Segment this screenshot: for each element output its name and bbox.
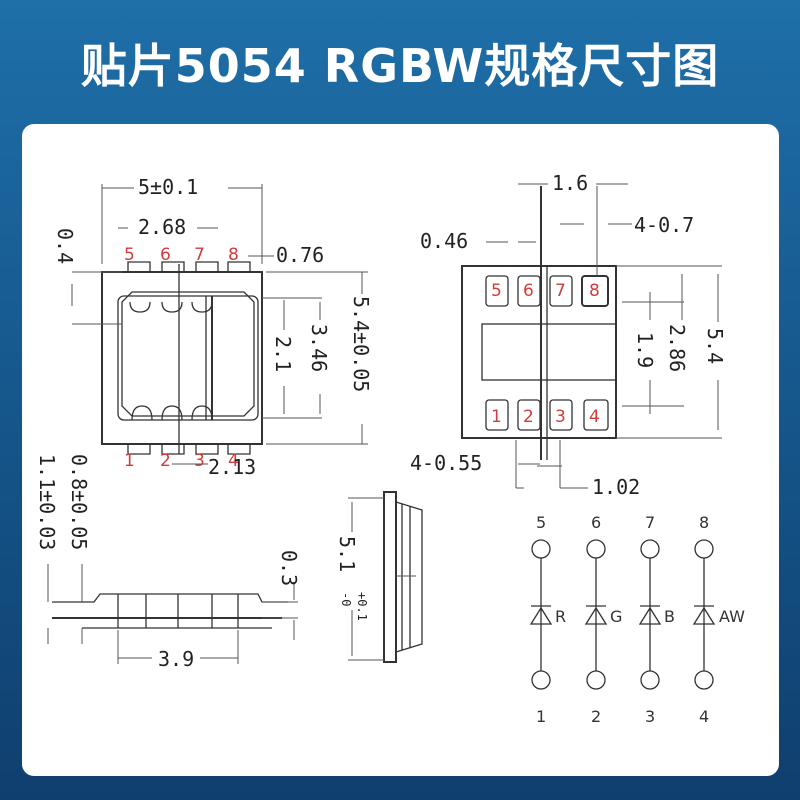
- schematic-pin-4: 4: [699, 707, 709, 726]
- channel-g: [584, 539, 608, 690]
- dim-center-h: 2.86: [665, 324, 689, 372]
- dim-pad-gap: 0.76: [276, 243, 324, 267]
- top-view-pin-5: 5: [124, 245, 135, 265]
- dim-bottom-pad-edge: 0.46: [420, 229, 468, 253]
- channel-label-r: R: [555, 607, 566, 626]
- dim-end-tol-minus: -0: [339, 592, 353, 606]
- channel-r: [529, 539, 553, 690]
- top-view-pin-7: 7: [194, 245, 205, 265]
- top-inner-pads: [129, 301, 213, 313]
- dim-bottom-pad-size-2: 4-0.55: [410, 451, 482, 475]
- bottom-view-center-pad: [481, 323, 617, 381]
- channel-label-b: B: [664, 607, 675, 626]
- drawing-sheet: 5 6 7 8 1 2 3 4 5±0.1 2.68 0.4 0.76 5.4±…: [22, 124, 779, 776]
- dim-side-width: 3.9: [158, 647, 194, 671]
- bottom-view-pin-4: 4: [589, 407, 600, 427]
- top-view-pin-6: 6: [160, 245, 171, 265]
- end-view-body: [383, 491, 397, 663]
- dim-bottom-height: 5.4: [703, 328, 727, 364]
- dim-lens-height: 0.8±0.05: [67, 454, 91, 550]
- dim-pad-pitch: 2.13: [208, 455, 256, 479]
- dim-height: 5.4±0.05: [349, 296, 373, 392]
- side-view-top: [52, 593, 288, 603]
- led-schematic: 5 6 7 8 R G B AW: [529, 513, 745, 726]
- schematic-pin-1: 1: [536, 707, 546, 726]
- schematic-pin-6: 6: [591, 513, 601, 532]
- side-view: 1.1±0.03 0.8±0.05 0.3 3.9: [35, 454, 301, 671]
- dim-pad-span: 2.68: [138, 215, 186, 239]
- dim-inner-gap: 2.1: [271, 336, 295, 372]
- drawing-canvas: 5 6 7 8 1 2 3 4 5±0.1 2.68 0.4 0.76 5.4±…: [35, 171, 745, 726]
- dim-bottom-pad-size: 4-0.7: [634, 213, 694, 237]
- page-title: 贴片5054 RGBW规格尺寸图: [80, 38, 720, 93]
- top-view-pin-3: 3: [194, 451, 205, 471]
- schematic-pin-3: 3: [645, 707, 655, 726]
- channel-label-aw: AW: [719, 607, 745, 626]
- bottom-view-pin-8: 8: [589, 281, 600, 301]
- top-view-body: [101, 271, 263, 445]
- top-pads-outline: [127, 261, 251, 272]
- dim-base-height: 0.3: [277, 550, 301, 586]
- top-view-lens-outline: [121, 291, 255, 417]
- top-view-pin-2: 2: [160, 451, 171, 471]
- schematic-pin-8: 8: [699, 513, 709, 532]
- bottom-view-pin-1: 1: [491, 407, 502, 427]
- top-view-pin-4: 4: [228, 451, 239, 471]
- dim-bottom-pad-w: 1.6: [552, 171, 588, 195]
- top-view-lens-ring: [117, 295, 259, 421]
- channel-label-g: G: [610, 607, 622, 626]
- dim-inner-h: 3.46: [307, 324, 331, 372]
- dim-width: 5±0.1: [138, 175, 198, 199]
- schematic-pin-7: 7: [645, 513, 655, 532]
- bottom-view-pin-5: 5: [491, 281, 502, 301]
- dim-center-gap: 1.9: [633, 332, 657, 368]
- bottom-view-pin-7: 7: [555, 281, 566, 301]
- end-view: 5.1 +0.1 -0: [335, 491, 423, 663]
- dim-end-length: 5.1: [335, 536, 359, 572]
- channel-b: [638, 539, 662, 690]
- bottom-view-pin-6: 6: [523, 281, 534, 301]
- bottom-view: 5 6 7 8 1 2 3 4 1.6 4-0.7 0.46 5.4 2.86 …: [410, 171, 727, 499]
- dim-end-tol-plus: +0.1: [355, 592, 369, 621]
- bottom-pads-outline: [127, 444, 251, 455]
- top-view: 5 6 7 8 1 2 3 4 5±0.1 2.68 0.4 0.76 5.4±…: [53, 175, 373, 479]
- dim-margin-left: 0.4: [53, 228, 77, 264]
- channel-aw: [692, 539, 716, 690]
- dim-total-height: 1.1±0.03: [35, 454, 59, 550]
- schematic-pin-2: 2: [591, 707, 601, 726]
- end-view-lens: [395, 501, 423, 653]
- top-view-pin-1: 1: [124, 451, 135, 471]
- bottom-view-pin-3: 3: [555, 407, 566, 427]
- top-view-pin-8: 8: [228, 245, 239, 265]
- schematic-pin-5: 5: [536, 513, 546, 532]
- bottom-inner-pads: [131, 405, 213, 421]
- dim-bottom-pitch: 1.02: [592, 475, 640, 499]
- bottom-view-pin-2: 2: [523, 407, 534, 427]
